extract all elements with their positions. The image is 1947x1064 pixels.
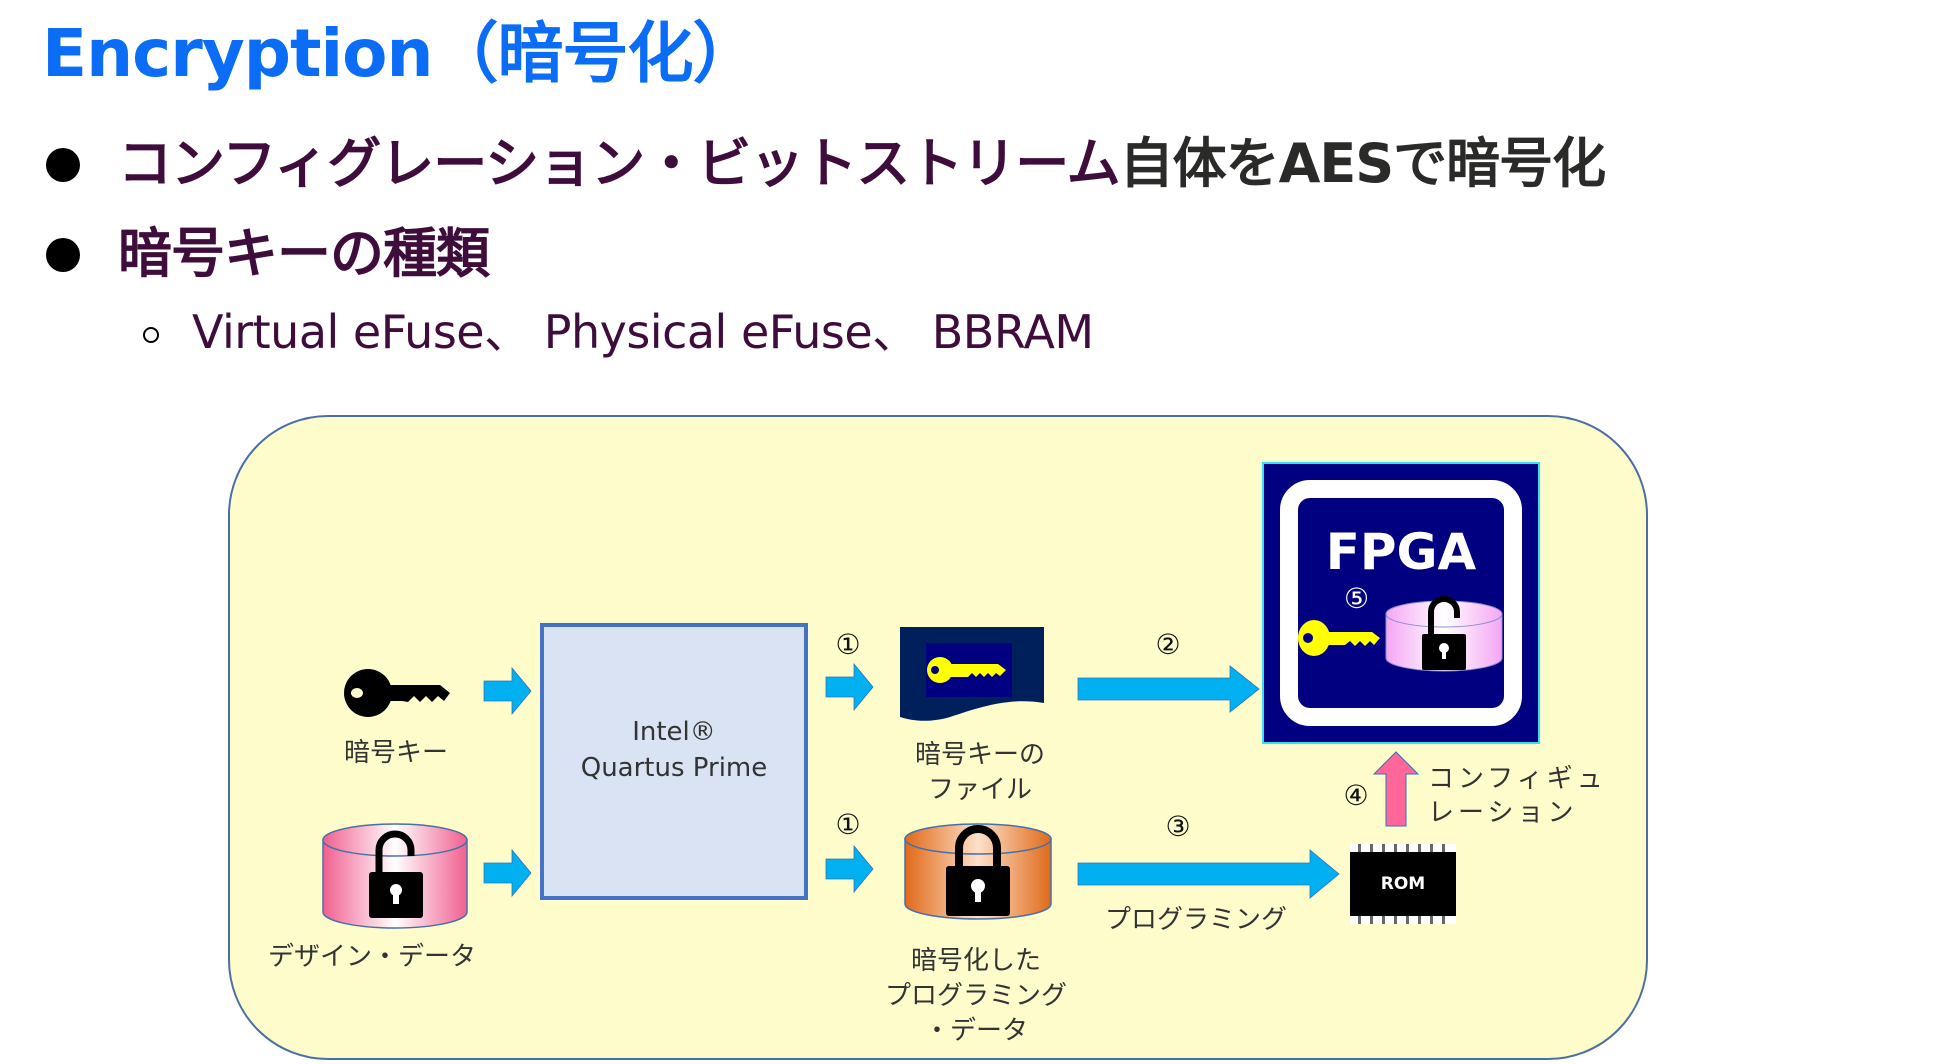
bullet-1-highlight: コンフィグレーション・ビットストリーム xyxy=(118,132,1121,195)
bullet-marker xyxy=(46,148,80,182)
unlocked-database-icon xyxy=(322,823,468,929)
arrow-data-to-rom xyxy=(1077,849,1340,899)
bullet-marker xyxy=(46,238,80,272)
bullet-1-rest: 自体をAESで暗号化 xyxy=(1119,132,1607,195)
step-1-bottom-marker: ① xyxy=(835,808,861,841)
sub-bullet-key-types: Virtual eFuse、 Physical eFuse、 BBRAM xyxy=(192,305,1094,359)
arrow-key-to-quartus xyxy=(483,666,532,716)
arrow-quartus-to-keyfile xyxy=(825,662,874,712)
step-3-marker: ③ xyxy=(1165,810,1191,843)
step-5-marker: ⑤ xyxy=(1344,582,1370,615)
configuration-label-line1: コンフィギュ xyxy=(1428,764,1607,794)
step-1-top-marker: ① xyxy=(835,628,861,661)
step-2-marker: ② xyxy=(1155,628,1181,661)
encrypted-data-label-line2: プログラミング xyxy=(884,981,1067,1011)
configuration-label-line2: レーション xyxy=(1428,798,1578,828)
arrow-keyfile-to-fpga xyxy=(1077,665,1260,713)
key-document-icon xyxy=(900,627,1044,721)
sub-bullet-marker xyxy=(143,327,159,343)
encrypted-data-label-line1: 暗号化した xyxy=(910,946,1041,976)
rom-label: ROM xyxy=(1380,874,1426,894)
slide-title: Encryption（暗号化） xyxy=(42,15,759,92)
arrow-quartus-to-encrypted-data xyxy=(825,844,874,894)
key-icon xyxy=(344,669,450,717)
step-4-marker: ④ xyxy=(1343,779,1369,812)
design-data-label: デザイン・データ xyxy=(268,942,477,972)
programming-label: プログラミング xyxy=(1104,905,1287,935)
fpga-device: FPGA ⑤ xyxy=(1262,462,1540,744)
arrow-data-to-quartus xyxy=(483,848,532,898)
quartus-prime-tool: Intel® Quartus Prime xyxy=(540,623,808,900)
rom-chip-icon xyxy=(1350,844,1456,924)
encryption-key-label: 暗号キー xyxy=(343,738,448,768)
key-file-label-line1: 暗号キーの xyxy=(914,740,1045,770)
arrow-rom-to-fpga xyxy=(1372,751,1420,827)
bullet-item-1: コンフィグレーション・ビットストリーム自体をAESで暗号化 xyxy=(118,132,1607,196)
key-file-label-line2: ファイル xyxy=(927,775,1032,805)
fpga-label: FPGA xyxy=(1325,523,1477,581)
tool-vendor: Intel® xyxy=(632,716,716,747)
tool-name: Quartus Prime xyxy=(580,752,768,783)
fpga-chip-outline xyxy=(1280,480,1522,726)
encrypted-data-label-line3: ・データ xyxy=(923,1016,1028,1046)
yellow-key-icon xyxy=(1298,620,1380,656)
decrypted-database-icon xyxy=(1385,596,1503,672)
bullet-item-2: 暗号キーの種類 xyxy=(118,222,490,285)
locked-database-icon xyxy=(904,823,1052,920)
